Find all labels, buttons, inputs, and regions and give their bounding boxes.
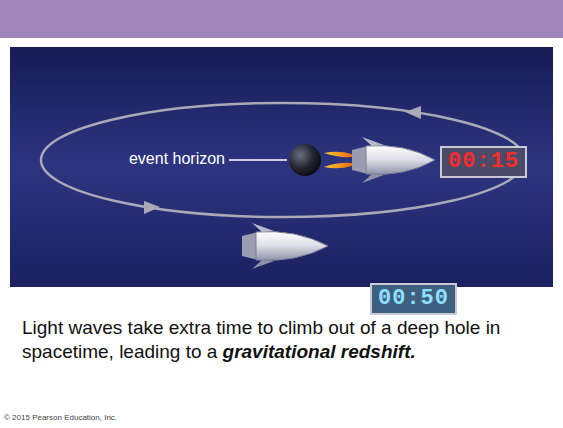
space-panel — [10, 47, 553, 287]
caption: Light waves take extra time to climb out… — [22, 316, 547, 364]
black-hole — [289, 144, 321, 176]
copyright-note: © 2015 Pearson Education, Inc. — [4, 413, 117, 422]
digital-clock: 00:50 — [370, 283, 457, 315]
orbit-arrowhead — [405, 106, 421, 119]
caption-emphasis: gravitational redshift. — [223, 341, 416, 362]
header-bar — [0, 0, 563, 38]
leader-line — [229, 159, 287, 161]
rocket-ship — [324, 137, 435, 183]
rocket-ship — [242, 223, 328, 269]
clock-digits: 00:15 — [448, 149, 519, 174]
clock-digits: 00:50 — [378, 286, 449, 311]
digital-clock: 00:15 — [440, 146, 527, 178]
orbit-arrowhead — [144, 201, 160, 214]
callout-label: event horizon — [129, 150, 225, 168]
orbit-path — [41, 103, 525, 217]
